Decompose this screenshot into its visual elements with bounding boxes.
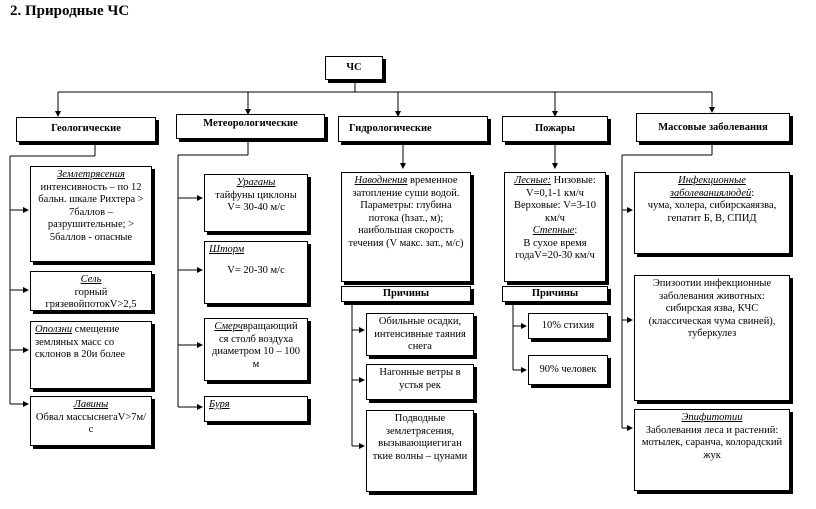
infectious-title: Инфекционные заболеваниялюдей (669, 175, 752, 199)
tornado-title: Смерч (214, 321, 243, 332)
fire-cause-human: 90% человек (528, 355, 608, 385)
hydro-cause-winds: Нагонные ветры в устья рек (366, 364, 474, 400)
hurricanes-text: тайфуны циклоны V= 30-40 м/с (215, 189, 297, 214)
hydro-cause-earthquakes: Подводные землетрясения, вызывающиегиган… (366, 410, 474, 492)
avalanche-box: Лавины Обвал массыснегаV>7м/с (30, 396, 152, 446)
mudflow-text: горный грязевойпотокV>2,5 (45, 286, 137, 311)
fire-cause-nature: 10% стихия (528, 313, 608, 339)
epiphytotics-text: Заболевания леса и растений: мотылек, са… (641, 424, 783, 461)
earthquakes-box: Землетрясения интенсивность – по 12 баль… (30, 166, 152, 262)
root-node: ЧС (325, 56, 383, 80)
buria-box: Буря (204, 396, 308, 422)
tornado-box: Смерчвращающий ся столб воздуха диаметро… (204, 318, 308, 381)
flood-title: Наводнения (354, 175, 408, 186)
category-geological: Геологические (16, 117, 156, 142)
avalanche-text: Обвал массыснегаV>7м/с (35, 411, 147, 436)
fire-causes-header: Причины (502, 286, 608, 302)
hydro-causes-header: Причины (341, 286, 471, 302)
storm-box: Шторм V= 20-30 м/с (204, 241, 308, 304)
flood-text: временное затопление суши водой. Парамет… (348, 175, 464, 249)
epizootics-box: Эпизоотии инфекционные заболевания живот… (634, 275, 790, 401)
category-fires: Пожары (502, 116, 608, 142)
avalanche-title: Лавины (73, 399, 109, 410)
hurricanes-title: Ураганы (236, 177, 276, 188)
category-mass-diseases: Массовые заболевания (636, 113, 790, 142)
epiphytotics-box: Эпифитотии Заболевания леса и растений: … (634, 409, 790, 491)
fire-types-box: Лесные: Низовые: V=0,1-1 км/ч Верховые: … (504, 172, 606, 282)
landslide-text: смещение земляных масс со склонов в 20и … (35, 324, 126, 360)
storm-text: V= 20-30 м/с (227, 264, 285, 276)
epiphytotics-title: Эпифитотии (681, 412, 743, 423)
infectious-diseases-box: Инфекционные заболеваниялюдей: чума, хол… (634, 172, 790, 254)
storm-title: Шторм (209, 244, 245, 255)
landslide-box: Оползни смещение земляных масс со склоно… (30, 321, 152, 389)
category-hydrological: Гидрологические (338, 116, 488, 142)
landslide-title: Оползни (35, 324, 73, 335)
earthquakes-text: интенсивность – по 12 бальн. шкале Рихте… (38, 181, 144, 243)
mudflow-title: Сель (80, 274, 102, 285)
page-title: 2. Природные ЧС (10, 3, 130, 19)
hydro-cause-precipitation: Обильные осадки, интенсивные таяния снег… (366, 313, 474, 356)
forest-fires-title: Лесные: (514, 175, 551, 186)
hurricanes-box: Ураганы тайфуны циклоны V= 30-40 м/с (204, 174, 308, 232)
steppe-fires-title: Степные (532, 225, 575, 236)
flood-box: Наводнения временное затопление суши вод… (341, 172, 471, 282)
steppe-fires-text: В сухое время годаV=20-30 км/ч (515, 237, 595, 262)
category-meteorological: Метеорологические (176, 114, 325, 139)
forest-fires-text1: Низовые: V=0,1-1 км/ч (526, 175, 596, 199)
earthquakes-title: Землетрясения (57, 169, 125, 180)
buria-title: Буря (209, 399, 230, 410)
forest-fires-text2: Верховые: V=3-10 км/ч (514, 200, 596, 224)
infectious-text: чума, холера, сибирскаяязва, гепатит Б, … (647, 200, 777, 224)
mudflow-box: Сель горный грязевойпотокV>2,5 (30, 271, 152, 311)
tornado-text: вращающий ся столб воздуха диаметром 10 … (212, 321, 300, 370)
